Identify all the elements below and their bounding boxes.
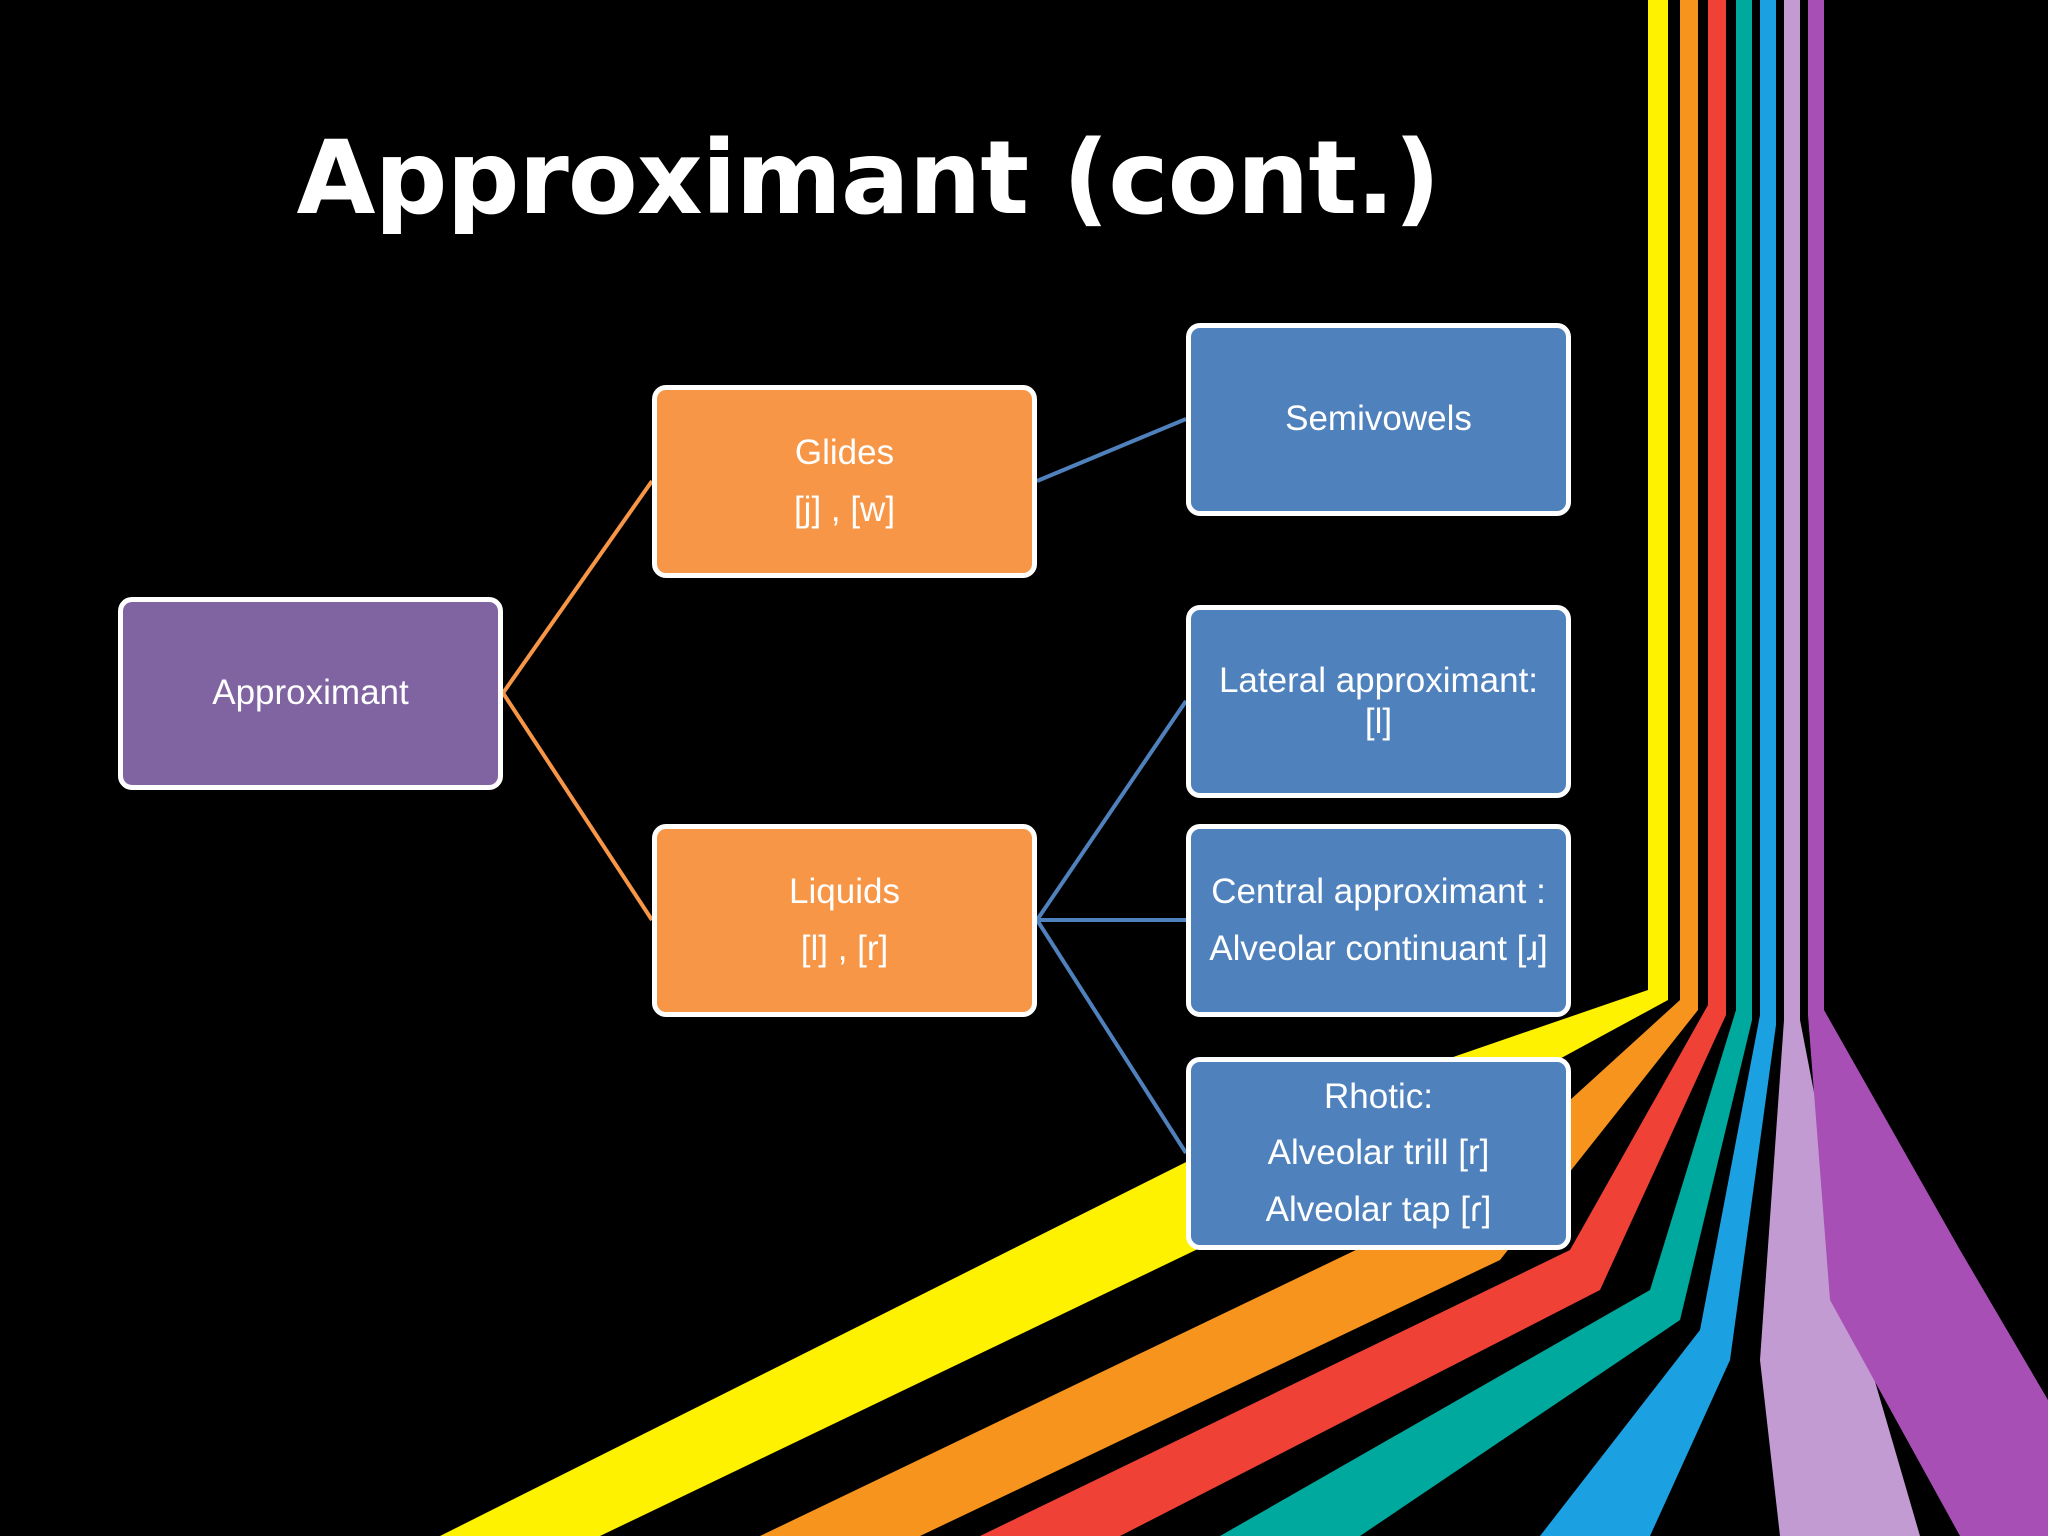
node-glides-label: Glides <box>794 433 895 473</box>
stripe-7 <box>1808 0 2048 1536</box>
node-rhotic-trill: Alveolar trill [r] <box>1267 1133 1490 1173</box>
node-lateral-approximant: Lateral approximant: [l] <box>1186 605 1571 798</box>
edge-approximant-liquids <box>501 691 654 922</box>
node-central-label: Central approximant : <box>1211 872 1546 912</box>
edge-liquids-rhotic <box>1035 918 1188 1155</box>
node-glides: Glides [j] , [w] <box>652 385 1037 578</box>
node-rhotic-label: Rhotic: <box>1324 1077 1433 1117</box>
node-rhotic: Rhotic: Alveolar trill [r] Alveolar tap … <box>1186 1057 1571 1250</box>
node-semivowels-label: Semivowels <box>1285 399 1472 439</box>
node-liquids-symbols: [l] , [r] <box>800 928 889 968</box>
edge-approximant-glides <box>501 479 654 695</box>
node-lateral-label: Lateral approximant: <box>1218 661 1539 701</box>
node-glides-symbols: [j] , [w] <box>793 489 896 529</box>
node-central-approximant: Central approximant : Alveolar continuan… <box>1186 824 1571 1017</box>
node-central-detail: Alveolar continuant [ɹ] <box>1209 928 1548 968</box>
node-lateral-symbol: [l] <box>1364 701 1393 741</box>
edge-liquids-lateral <box>1035 699 1188 922</box>
edge-glides-semivowels <box>1036 417 1187 483</box>
node-liquids-label: Liquids <box>789 872 900 912</box>
node-liquids: Liquids [l] , [r] <box>652 824 1037 1017</box>
stripe-6 <box>1760 0 1920 1536</box>
node-approximant: Approximant <box>118 597 503 790</box>
node-semivowels: Semivowels <box>1186 323 1571 516</box>
node-rhotic-tap: Alveolar tap [ɾ] <box>1265 1189 1492 1229</box>
slide-title: Approximant (cont.) <box>296 119 1441 238</box>
node-approximant-label: Approximant <box>212 673 409 713</box>
